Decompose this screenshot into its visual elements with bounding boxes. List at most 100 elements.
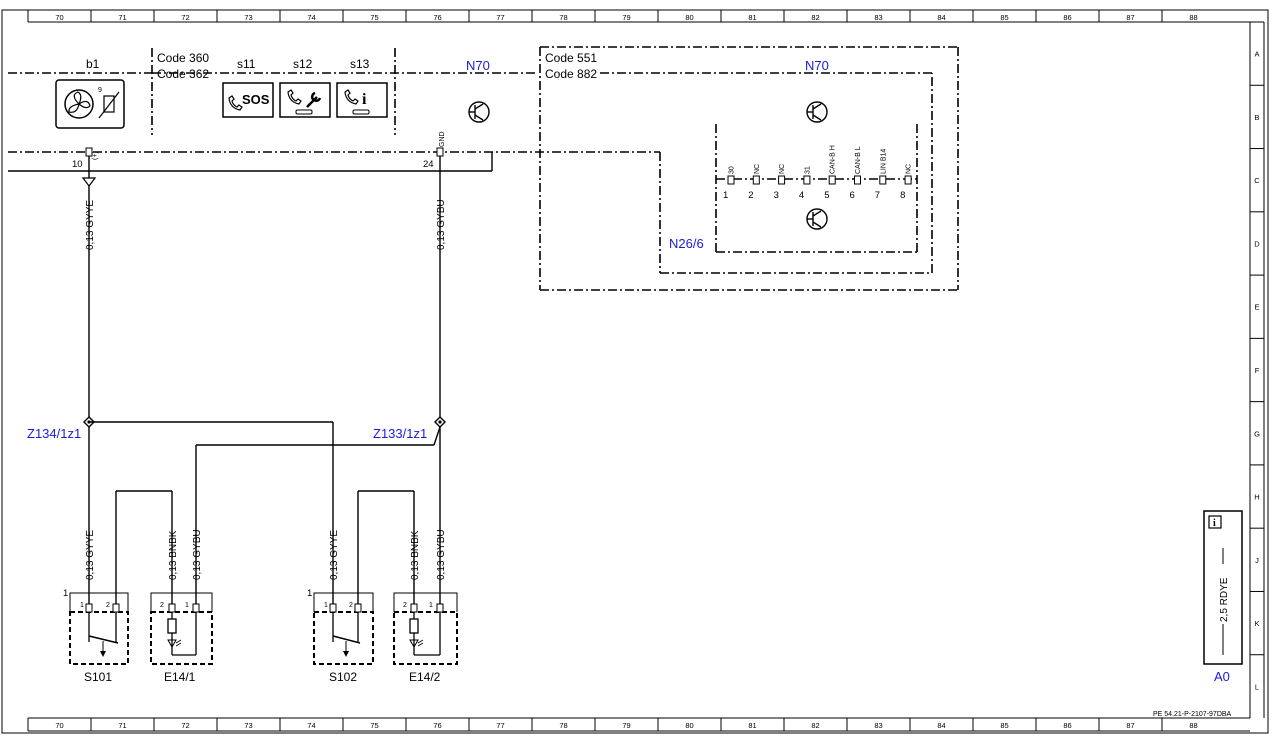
grid-row-label: L bbox=[1255, 682, 1259, 691]
wiring-lines bbox=[8, 147, 493, 605]
grid-column-label: 71 bbox=[118, 721, 126, 730]
s11-sos-button-icon: SOS bbox=[222, 82, 274, 118]
n26-6-pin-signal: NC bbox=[906, 164, 913, 174]
grid-column-label: 73 bbox=[244, 721, 252, 730]
n26-6-pin-signal: LIN B14 bbox=[880, 149, 887, 174]
grid-column-label: 86 bbox=[1063, 13, 1071, 22]
grid-row-label: H bbox=[1254, 493, 1259, 502]
grid-row-label: B bbox=[1254, 113, 1259, 122]
wire-label-s102-gyye: 0,13 GYYE bbox=[329, 530, 340, 580]
legend-info-icon: i bbox=[1213, 518, 1216, 529]
n70-right-label: N70 bbox=[805, 58, 829, 73]
e14-2-lamp bbox=[393, 592, 458, 665]
grid-column-label: 72 bbox=[181, 13, 189, 22]
e14-1-lamp bbox=[150, 592, 213, 665]
s12-service-button-icon bbox=[279, 82, 331, 118]
wire-label-e142-gybu: 0,13 GYBU bbox=[436, 529, 447, 580]
n26-6-pin-terminal bbox=[879, 175, 887, 185]
n26-6-pin-signal: CAN-B L bbox=[855, 146, 862, 174]
n26-6-pin-signal: 30 bbox=[729, 166, 736, 174]
n26-6-pin-signal: NC bbox=[754, 164, 761, 174]
grid-row-label: D bbox=[1254, 239, 1260, 248]
grid-column-label: 75 bbox=[370, 721, 378, 730]
grid-column-label: 81 bbox=[748, 721, 756, 730]
s102-label: S102 bbox=[329, 670, 357, 684]
a0-label: A0 bbox=[1214, 669, 1230, 684]
s101-label: S101 bbox=[84, 670, 112, 684]
b1-pin-number: 10 bbox=[72, 159, 83, 170]
grid-column-label: 86 bbox=[1063, 721, 1071, 730]
s102-pin1: 1 bbox=[324, 602, 328, 609]
n26-6-pin-terminal bbox=[904, 175, 912, 185]
z133-label: Z133/1z1 bbox=[373, 426, 427, 441]
wire-label-s101-gyye: 0,13 GYYE bbox=[85, 530, 96, 580]
grid-row-label: G bbox=[1254, 429, 1260, 438]
grid-column-label: 79 bbox=[622, 13, 630, 22]
grid-column-label: 78 bbox=[559, 721, 567, 730]
n26-6-pin-number: 8 bbox=[900, 190, 905, 201]
s102-pin2: 2 bbox=[349, 602, 353, 609]
grid-column-label: 80 bbox=[685, 721, 693, 730]
code-551-label: Code 551 bbox=[545, 51, 597, 65]
s102-side-label: 1 bbox=[307, 588, 312, 599]
grid-column-label: 77 bbox=[496, 13, 504, 22]
grid-column-label: 78 bbox=[559, 13, 567, 22]
s11-label: s11 bbox=[237, 57, 256, 71]
code-362-label: Code 362 bbox=[157, 67, 209, 81]
e14-1-pin1: 1 bbox=[185, 602, 189, 609]
wire-label-b1: 0,13 GYYE bbox=[85, 200, 96, 250]
grid-column-label: 76 bbox=[433, 13, 441, 22]
grid-column-label: 88 bbox=[1189, 721, 1197, 730]
e14-1-pin2: 2 bbox=[160, 602, 164, 609]
diagram-frame bbox=[1, 9, 1269, 734]
n26-6-pin-terminal bbox=[778, 175, 786, 185]
s101-pin2: 2 bbox=[106, 602, 110, 609]
n70-left-label: N70 bbox=[466, 58, 490, 73]
a0-legend-box: i bbox=[1203, 510, 1243, 665]
s101-switch bbox=[69, 592, 129, 665]
grid-column-label: 85 bbox=[1000, 13, 1008, 22]
info-text: i bbox=[362, 91, 367, 108]
code-360-label: Code 360 bbox=[157, 51, 209, 65]
wire-label-e141-bnbk: 0,13 BNBK bbox=[168, 530, 179, 580]
grid-column-label: 82 bbox=[811, 13, 819, 22]
n26-6-pin-terminal bbox=[828, 175, 836, 185]
grid-column-label: 85 bbox=[1000, 721, 1008, 730]
b1-pin-signal: (+) bbox=[92, 151, 99, 160]
s102-switch bbox=[313, 592, 374, 665]
e14-2-label: E14/2 bbox=[409, 670, 441, 684]
n26-6-label: N26/6 bbox=[669, 236, 704, 251]
e14-2-pin1: 1 bbox=[429, 602, 433, 609]
wire-label-e142-bnbk: 0,13 BNBK bbox=[410, 530, 421, 580]
grid-column-label: 70 bbox=[55, 13, 63, 22]
sos-text: SOS bbox=[242, 92, 270, 107]
grid-column-label: 88 bbox=[1189, 13, 1197, 22]
s13-info-button-icon: i bbox=[336, 82, 388, 118]
grid-column-label: 76 bbox=[433, 721, 441, 730]
n70-left-electronic-icon bbox=[468, 101, 490, 123]
n26-6-pin-signal: 31 bbox=[804, 166, 811, 174]
n70-right-electronic-icon bbox=[806, 101, 828, 123]
grid-column-label: 84 bbox=[937, 13, 945, 22]
grid-column-label: 82 bbox=[811, 721, 819, 730]
e14-2-pin2: 2 bbox=[403, 602, 407, 609]
legend-wire-label: 2,5 RDYE bbox=[1219, 577, 1230, 622]
n26-6-pin-terminal bbox=[803, 175, 811, 185]
n26-6-electronic-icon bbox=[806, 208, 828, 230]
n26-6-pin-number: 7 bbox=[875, 190, 880, 201]
n26-6-pin-number: 2 bbox=[748, 190, 753, 201]
s101-side-label: 1 bbox=[63, 588, 68, 599]
harness-boundaries bbox=[8, 46, 959, 291]
grid-column-label: 75 bbox=[370, 13, 378, 22]
grid-column-label: 87 bbox=[1126, 13, 1134, 22]
n26-6-pin-terminal bbox=[727, 175, 735, 185]
grid-column-label: 72 bbox=[181, 721, 189, 730]
grid-column-label: 87 bbox=[1126, 721, 1134, 730]
n26-6-pin-number: 6 bbox=[850, 190, 855, 201]
document-reference: PE 54.21-P-2107-97DBA bbox=[1153, 711, 1232, 718]
grid-column-label: 84 bbox=[937, 721, 945, 730]
grid-column-label: 74 bbox=[307, 721, 315, 730]
